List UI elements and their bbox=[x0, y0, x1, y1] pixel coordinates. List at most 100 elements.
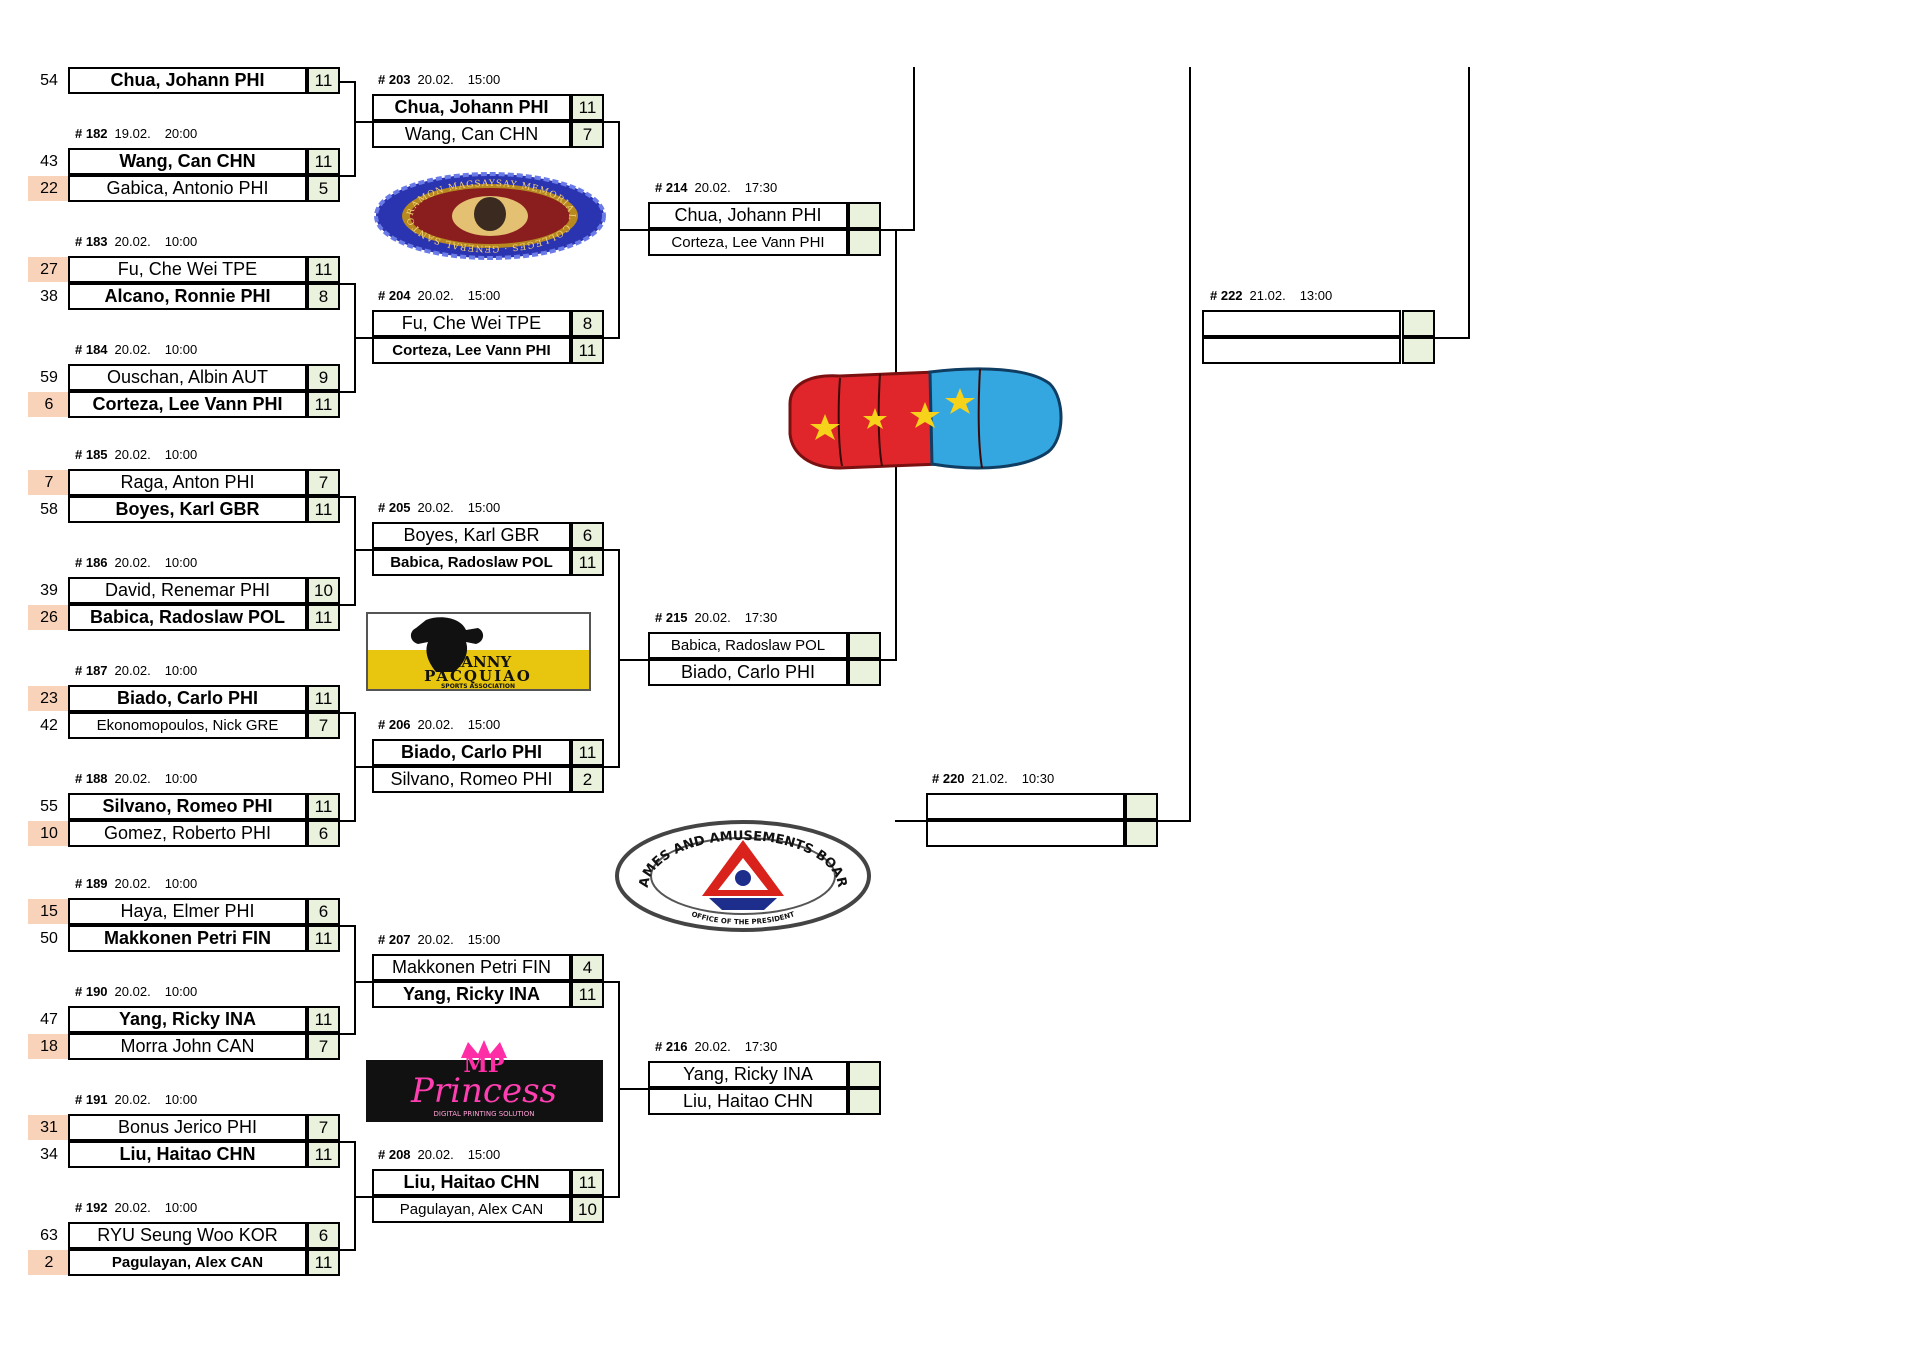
player-score[interactable]: 8 bbox=[571, 310, 604, 337]
match-number: # 192 bbox=[75, 1200, 108, 1215]
player-name[interactable]: Ekonomopoulos, Nick GRE bbox=[68, 712, 307, 739]
player-name[interactable]: Chua, Johann PHI bbox=[68, 67, 307, 94]
player-name[interactable]: Silvano, Romeo PHI bbox=[372, 766, 571, 793]
player-name[interactable]: Liu, Haitao CHN bbox=[372, 1169, 571, 1196]
player-name[interactable]: Gabica, Antonio PHI bbox=[68, 175, 307, 202]
player-name[interactable]: Babica, Radoslaw POL bbox=[372, 549, 571, 576]
player-score[interactable]: 6 bbox=[307, 1222, 340, 1249]
player-name[interactable]: Corteza, Lee Vann PHI bbox=[372, 337, 571, 364]
player-name[interactable]: Boyes, Karl GBR bbox=[372, 522, 571, 549]
player-score[interactable]: 11 bbox=[571, 739, 604, 766]
player-score[interactable]: 11 bbox=[571, 1169, 604, 1196]
player-score[interactable]: 5 bbox=[307, 175, 340, 202]
player-name[interactable]: Ouschan, Albin AUT bbox=[68, 364, 307, 391]
player-score[interactable]: 7 bbox=[307, 1114, 340, 1141]
player-name[interactable]: Wang, Can CHN bbox=[372, 121, 571, 148]
player-score[interactable]: 2 bbox=[571, 766, 604, 793]
match-number: # 216 bbox=[655, 1039, 688, 1054]
player-score[interactable]: 11 bbox=[307, 1006, 340, 1033]
player-score[interactable] bbox=[1402, 310, 1435, 337]
player-score[interactable]: 11 bbox=[571, 337, 604, 364]
player-name[interactable]: Yang, Ricky INA bbox=[68, 1006, 307, 1033]
player-score[interactable]: 10 bbox=[571, 1196, 604, 1223]
player-name[interactable]: Biado, Carlo PHI bbox=[372, 739, 571, 766]
player-score[interactable] bbox=[1125, 820, 1158, 847]
player-score[interactable]: 11 bbox=[307, 1249, 340, 1276]
player-name[interactable]: David, Renemar PHI bbox=[68, 577, 307, 604]
player-score[interactable]: 9 bbox=[307, 364, 340, 391]
player-name[interactable]: Chua, Johann PHI bbox=[372, 94, 571, 121]
player-score[interactable]: 11 bbox=[571, 94, 604, 121]
bracket-connector-line bbox=[881, 229, 913, 231]
player-name[interactable] bbox=[1202, 310, 1401, 337]
player-score[interactable] bbox=[848, 1061, 881, 1088]
player-name[interactable]: Yang, Ricky INA bbox=[372, 981, 571, 1008]
player-name[interactable]: Biado, Carlo PHI bbox=[648, 659, 848, 686]
player-score[interactable]: 11 bbox=[307, 256, 340, 283]
player-score[interactable]: 11 bbox=[307, 793, 340, 820]
player-name[interactable]: Alcano, Ronnie PHI bbox=[68, 283, 307, 310]
player-name[interactable]: Gomez, Roberto PHI bbox=[68, 820, 307, 847]
player-score[interactable] bbox=[848, 229, 881, 256]
player-name[interactable]: Liu, Haitao CHN bbox=[648, 1088, 848, 1115]
player-name[interactable] bbox=[926, 793, 1125, 820]
player-name[interactable]: Makkonen Petri FIN bbox=[372, 954, 571, 981]
player-score[interactable] bbox=[848, 1088, 881, 1115]
player-score[interactable]: 4 bbox=[571, 954, 604, 981]
player-score[interactable] bbox=[848, 632, 881, 659]
player-name[interactable]: Pagulayan, Alex CAN bbox=[372, 1196, 571, 1223]
player-name[interactable]: Yang, Ricky INA bbox=[648, 1061, 848, 1088]
player-name[interactable]: Bonus Jerico PHI bbox=[68, 1114, 307, 1141]
player-score[interactable] bbox=[1402, 337, 1435, 364]
player-score[interactable]: 11 bbox=[307, 1141, 340, 1168]
player-name[interactable]: Wang, Can CHN bbox=[68, 148, 307, 175]
player-score[interactable]: 11 bbox=[307, 604, 340, 631]
player-score[interactable]: 6 bbox=[307, 820, 340, 847]
player-score[interactable]: 11 bbox=[571, 981, 604, 1008]
player-name[interactable]: RYU Seung Woo KOR bbox=[68, 1222, 307, 1249]
player-score[interactable] bbox=[1125, 793, 1158, 820]
player-score[interactable]: 11 bbox=[307, 391, 340, 418]
match-time: 15:00 bbox=[467, 932, 501, 947]
player-score[interactable]: 10 bbox=[307, 577, 340, 604]
player-name[interactable] bbox=[1202, 337, 1401, 364]
player-name[interactable]: Boyes, Karl GBR bbox=[68, 496, 307, 523]
player-score[interactable]: 6 bbox=[307, 898, 340, 925]
player-name[interactable]: Morra John CAN bbox=[68, 1033, 307, 1060]
player-score[interactable]: 7 bbox=[571, 121, 604, 148]
player-score[interactable]: 6 bbox=[571, 522, 604, 549]
player-name[interactable]: Corteza, Lee Vann PHI bbox=[68, 391, 307, 418]
player-name[interactable]: Fu, Che Wei TPE bbox=[372, 310, 571, 337]
player-score[interactable]: 11 bbox=[307, 496, 340, 523]
seed-number: 22 bbox=[28, 176, 70, 201]
player-name[interactable]: Biado, Carlo PHI bbox=[68, 685, 307, 712]
player-score[interactable] bbox=[848, 202, 881, 229]
player-name[interactable]: Pagulayan, Alex CAN bbox=[68, 1249, 307, 1276]
player-score[interactable] bbox=[848, 659, 881, 686]
player-score[interactable]: 11 bbox=[307, 67, 340, 94]
player-name[interactable] bbox=[926, 820, 1125, 847]
player-score[interactable]: 11 bbox=[307, 925, 340, 952]
player-name[interactable]: Babica, Radoslaw POL bbox=[68, 604, 307, 631]
player-score[interactable]: 11 bbox=[571, 549, 604, 576]
player-name[interactable]: Makkonen Petri FIN bbox=[68, 925, 307, 952]
player-score[interactable]: 7 bbox=[307, 1033, 340, 1060]
player-name[interactable]: Silvano, Romeo PHI bbox=[68, 793, 307, 820]
player-name[interactable]: Raga, Anton PHI bbox=[68, 469, 307, 496]
glove-red-part bbox=[788, 370, 942, 470]
player-score[interactable]: 8 bbox=[307, 283, 340, 310]
player-name[interactable]: Liu, Haitao CHN bbox=[68, 1141, 307, 1168]
player-score[interactable]: 7 bbox=[307, 469, 340, 496]
player-name[interactable]: Chua, Johann PHI bbox=[648, 202, 848, 229]
player-name[interactable]: Corteza, Lee Vann PHI bbox=[648, 229, 848, 256]
player-score[interactable]: 11 bbox=[307, 148, 340, 175]
games-amusements-board-logo: GAMES AND AMUSEMENTS BOARD OFFICE OF THE… bbox=[614, 818, 871, 932]
logo-manny-text: MANNY bbox=[445, 653, 512, 671]
player-score[interactable]: 7 bbox=[307, 712, 340, 739]
player-name[interactable]: Babica, Radoslaw POL bbox=[648, 632, 848, 659]
player-name[interactable]: Haya, Elmer PHI bbox=[68, 898, 307, 925]
player-name[interactable]: Fu, Che Wei TPE bbox=[68, 256, 307, 283]
player-score[interactable]: 11 bbox=[307, 685, 340, 712]
